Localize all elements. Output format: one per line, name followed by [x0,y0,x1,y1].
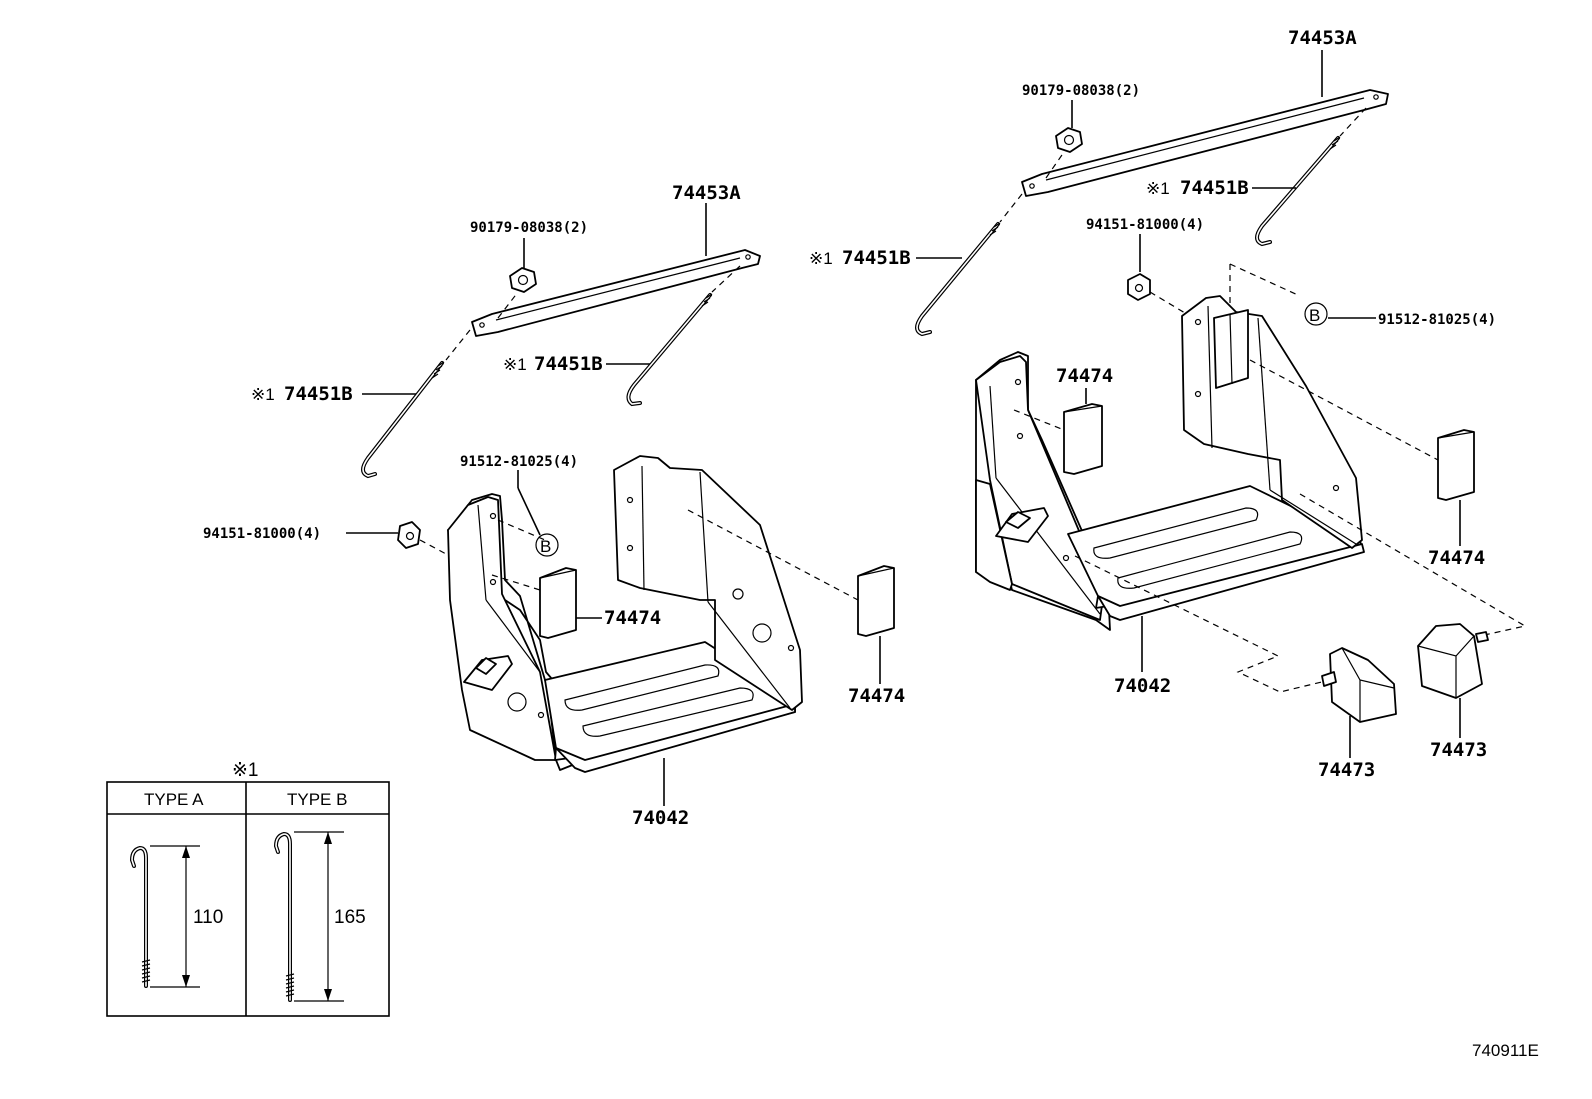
right-pad-outer [1437,429,1475,501]
left-nut2-label: 94151-81000(4) [203,526,321,542]
left-carrier-label: 74042 [632,807,689,829]
right-rod-left-label: 74451B [842,247,911,269]
left-rod-left-label: 74451B [284,383,353,405]
legend-type-b: TYPE B [287,790,347,809]
right-nut2 [1127,273,1151,301]
right-circle-b [1304,302,1328,326]
right-nut-label: 90179-08038(2) [1022,83,1140,99]
right-rod-left-marker: ※1 [809,249,833,268]
left-rod-left-marker: ※1 [251,385,275,404]
type-b-dimension: 165 [334,907,366,928]
right-pad-outer-label: 74474 [1428,547,1485,569]
right-rod-left [915,222,1001,337]
right-carrier [975,295,1365,631]
right-rod-upper-marker: ※1 [1146,179,1170,198]
right-pad-inner [1063,403,1103,475]
left-pad-right-label: 74474 [848,685,905,707]
type-a-hook [129,845,200,988]
right-bolt-label: 91512-81025(4) [1378,312,1496,328]
legend-marker: ※1 [232,760,259,781]
right-nut [1055,127,1083,153]
left-circle-b-text: B [540,537,551,556]
figure-code: 740911E [1472,1041,1539,1060]
left-assembly: 74453A 90179-08038(2) ※1 74451B ※1 74451… [203,182,905,829]
right-block-right [1417,623,1489,699]
right-stay-bar [1021,89,1389,197]
right-carrier-label: 74042 [1114,675,1171,697]
right-stay-label: 74453A [1288,27,1357,49]
left-rod-right [626,293,713,407]
right-rod-upper-label: 74451B [1180,177,1249,199]
right-assembly: 74453A 90179-08038(2) ※1 74451B ※1 74451… [809,27,1527,781]
left-nut [509,267,537,293]
type-legend: ※1 TYPE A TYPE B 110 165 [106,760,390,1017]
left-rod-right-label: 74451B [534,353,603,375]
legend-frame [106,781,390,1017]
left-pad-mid [539,567,577,639]
left-pad-mid-label: 74474 [604,607,661,629]
right-nut2-label: 94151-81000(4) [1086,217,1204,233]
right-block-left-label: 74473 [1318,759,1375,781]
right-block-right-label: 74473 [1430,739,1487,761]
left-carrier [447,455,803,773]
left-nut-label: 90179-08038(2) [470,220,588,236]
right-circle-b-text: B [1309,306,1320,325]
left-rod-right-marker: ※1 [503,355,527,374]
left-stay-bar [471,249,761,337]
left-rod-left [361,361,445,479]
legend-type-a: TYPE A [144,790,204,809]
left-nut2 [397,521,421,549]
right-pad-inner-label: 74474 [1056,365,1113,387]
right-rod-upper [1255,136,1341,247]
type-a-dimension: 110 [193,907,223,928]
right-block-left [1321,647,1397,723]
left-stay-label: 74453A [672,182,741,204]
type-b-hook [273,831,344,1002]
left-pad-right [857,565,895,637]
left-circle-b [535,533,559,557]
left-bolt-label: 91512-81025(4) [460,454,578,470]
